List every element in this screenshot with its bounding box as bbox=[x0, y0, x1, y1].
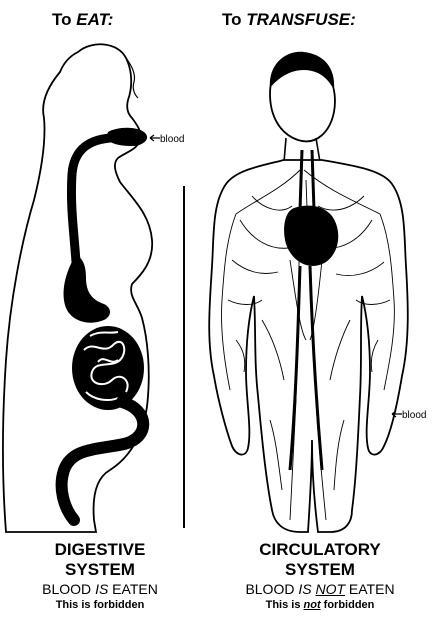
lower-bowel bbox=[62, 402, 144, 520]
digestive-figure: blood bbox=[3, 44, 184, 532]
caption-circulatory: CIRCULATORY SYSTEM BLOOD IS NOT EATEN Th… bbox=[220, 540, 420, 612]
caption-blood-eaten: BLOOD IS EATEN bbox=[0, 580, 200, 598]
caption-blood-not-eaten: BLOOD IS NOT EATEN bbox=[220, 580, 420, 598]
caption-system-line1: CIRCULATORY bbox=[220, 540, 420, 560]
caption-system-line1: DIGESTIVE bbox=[0, 540, 200, 560]
blood-label-right: blood bbox=[402, 410, 426, 421]
caption-system-line2: SYSTEM bbox=[220, 560, 420, 580]
blood-label-left: blood bbox=[160, 134, 184, 145]
stomach bbox=[64, 256, 110, 323]
arrow-pointer-icon bbox=[150, 135, 160, 141]
caption-digestive: DIGESTIVE SYSTEM BLOOD IS EATEN This is … bbox=[0, 540, 200, 612]
intestines bbox=[72, 326, 144, 410]
caption-system-line2: SYSTEM bbox=[0, 560, 200, 580]
esophagus bbox=[71, 138, 110, 262]
circulatory-figure: blood bbox=[209, 52, 426, 532]
caption-note: This is not forbidden bbox=[220, 598, 420, 612]
caption-note: This is forbidden bbox=[0, 598, 200, 612]
